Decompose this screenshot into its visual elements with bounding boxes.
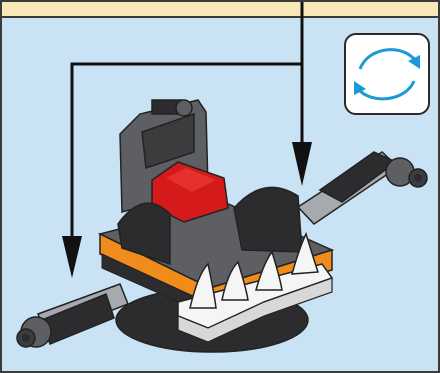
arrow-head-right [292,142,312,186]
red-seat [151,161,229,223]
rotate-arrows-icon [354,48,420,101]
rotate-indicator [344,33,430,115]
left-arm [16,283,129,348]
previous-step-strip [2,2,438,18]
front-fenders [117,186,303,266]
callout-arrows [62,2,312,278]
arrow-head-left [62,236,82,278]
jaw-plate [177,263,334,343]
teeth [189,231,320,309]
right-arm [296,151,428,225]
